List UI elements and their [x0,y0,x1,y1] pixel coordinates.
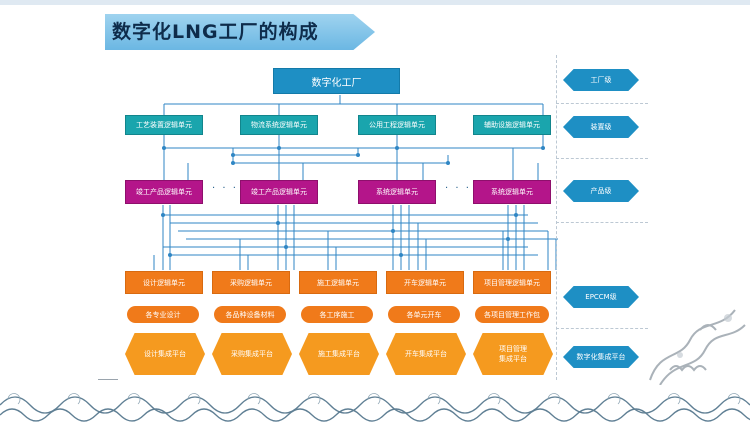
plant-unit: 辅助设施逻辑单元 [473,115,551,135]
platform-label: 集成平台 [499,355,527,363]
platform-hexagon: 项目管理 集成平台 [473,333,553,375]
digital-factory-box: 数字化工厂 [273,68,400,94]
product-unit: 竣工产品逻辑单元 [240,180,318,204]
epc-unit: 开车逻辑单元 [386,271,464,294]
platform-hexagon: 设计集成平台 [125,333,205,375]
epc-item: 各品种设备材料 [214,306,286,323]
level-divider [556,158,648,159]
plant-unit: 物流系统逻辑单元 [240,115,318,135]
dragon-decoration-icon [649,309,746,386]
ellipsis: · · · [445,183,471,194]
level-label: 工厂级 [563,69,639,91]
epc-unit: 项目管理逻辑单元 [473,271,551,294]
epc-item: 各单元开车 [388,306,460,323]
connector-lines [153,95,558,270]
ellipsis: · · · [212,183,238,194]
product-unit: 竣工产品逻辑单元 [125,180,203,204]
level-divider [556,103,648,104]
level-divider [556,328,648,329]
platform-hexagon: 采购集成平台 [212,333,292,375]
epc-unit: 设计逻辑单元 [125,271,203,294]
platform-label: 设计集成平台 [144,350,186,358]
epc-item: 各项目管理工作包 [475,306,549,323]
platform-label: 施工集成平台 [318,350,360,358]
platform-hexagon: 施工集成平台 [299,333,379,375]
product-unit: 系统逻辑单元 [473,180,551,204]
page-title: 数字化LNG工厂的构成 [112,21,319,43]
platform-label: 项目管理 [499,345,527,353]
epc-unit: 施工逻辑单元 [299,271,377,294]
level-column-divider [556,55,557,380]
level-label: EPCCM级 [563,286,639,308]
plant-unit: 公用工程逻辑单元 [358,115,436,135]
diagram-canvas: 数字化工厂 工艺装置逻辑单元 物流系统逻辑单元 公用工程逻辑单元 辅助设施逻辑单… [118,55,648,380]
epc-item: 各工序施工 [301,306,373,323]
epc-item: 各专业设计 [127,306,199,323]
plant-unit: 工艺装置逻辑单元 [125,115,203,135]
platform-label: 开车集成平台 [405,350,447,358]
top-stripe [0,0,750,5]
level-divider [556,222,648,223]
baseline-rule [98,379,118,380]
platform-label: 采购集成平台 [231,350,273,358]
platform-hexagon: 开车集成平台 [386,333,466,375]
epc-unit: 采购逻辑单元 [212,271,290,294]
wave-decoration-icon [0,385,750,422]
level-label: 装置级 [563,116,639,138]
title-banner [105,14,375,50]
level-label: 产品级 [563,180,639,202]
level-label: 数字化集成平台 [563,346,639,368]
product-unit: 系统逻辑单元 [358,180,436,204]
